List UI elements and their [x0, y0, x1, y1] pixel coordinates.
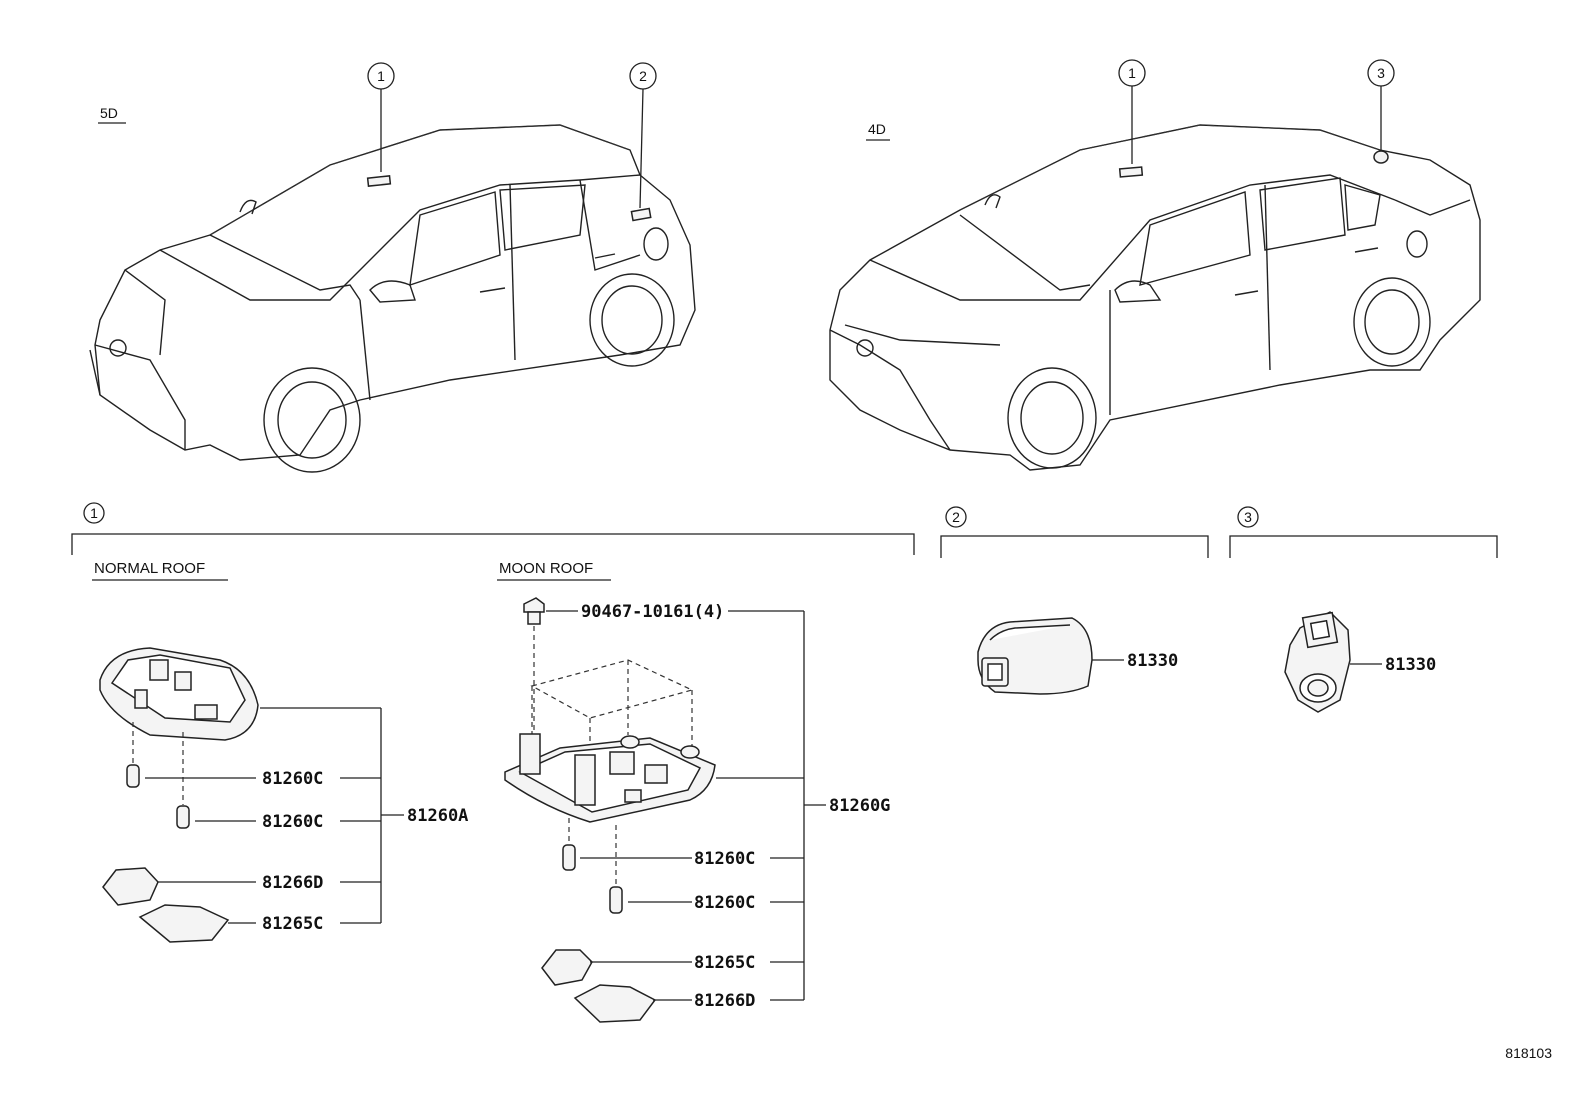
normal-cover-1-shape	[102, 867, 159, 906]
normal-roof-group: NORMAL ROOF 81260C 81260C	[92, 560, 468, 943]
part-label-moon-81265c: 81265C	[694, 953, 755, 973]
moon-roof-group: MOON ROOF	[497, 560, 890, 1023]
part-label-90467-10161: 90467-10161(4)	[581, 602, 724, 622]
section-3-trunk-lamp: 81330	[1284, 611, 1436, 713]
moon-cover-2-shape	[573, 984, 657, 1023]
part-label-81265c: 81265C	[262, 914, 323, 934]
svg-text:1: 1	[90, 505, 98, 521]
part-label-81266d: 81266D	[262, 873, 323, 893]
section-2-cargo-lamp: 81330	[977, 617, 1178, 695]
variant-label-4d: 4D	[868, 121, 886, 137]
callout-1-sedan: 1	[1118, 59, 1146, 164]
callout-1-hatchback: 1	[367, 62, 395, 172]
variant-label-5d: 5D	[100, 105, 118, 121]
part-label-81260c-a: 81260C	[262, 769, 323, 789]
moon-bulb-2-shape	[609, 886, 623, 914]
part-label-81260a: 81260A	[407, 806, 468, 826]
part-label-moon-81260c-a: 81260C	[694, 849, 755, 869]
section-3-bracket: 3	[1229, 506, 1498, 558]
svg-text:1: 1	[1128, 65, 1136, 81]
part-label-moon-81260c-b: 81260C	[694, 893, 755, 913]
svg-text:1: 1	[377, 68, 385, 84]
moon-cover-1-shape	[541, 949, 593, 986]
moon-roof-lamp-housing	[504, 733, 716, 823]
svg-text:2: 2	[639, 68, 647, 84]
normal-cover-2-shape	[138, 904, 230, 943]
normal-roof-heading: NORMAL ROOF	[94, 560, 205, 577]
part-label-81330-section2: 81330	[1127, 651, 1178, 671]
svg-text:3: 3	[1244, 509, 1252, 525]
normal-roof-lamp-housing	[99, 647, 259, 741]
section-2-bracket: 2	[940, 506, 1209, 558]
hatchback-car-illustration: 5D 1	[89, 62, 696, 473]
normal-bulb-1-shape	[126, 764, 140, 788]
part-label-moon-81266d: 81266D	[694, 991, 755, 1011]
part-label-81330-section3: 81330	[1385, 655, 1436, 675]
moon-roof-heading: MOON ROOF	[499, 560, 593, 577]
sedan-car-illustration: 4D 1	[829, 59, 1481, 471]
diagram-reference-number: 818103	[1505, 1045, 1552, 1061]
section-1-bracket: 1	[71, 502, 915, 555]
moon-roof-screw	[523, 597, 545, 625]
moon-bulb-1-shape	[562, 844, 576, 871]
part-label-81260g: 81260G	[829, 796, 890, 816]
part-label-81260c-b: 81260C	[262, 812, 323, 832]
callout-2-hatchback: 2	[629, 62, 657, 209]
normal-bulb-2-shape	[176, 805, 190, 829]
svg-text:3: 3	[1377, 65, 1385, 81]
callout-3-sedan: 3	[1367, 59, 1395, 150]
svg-text:2: 2	[952, 509, 960, 525]
